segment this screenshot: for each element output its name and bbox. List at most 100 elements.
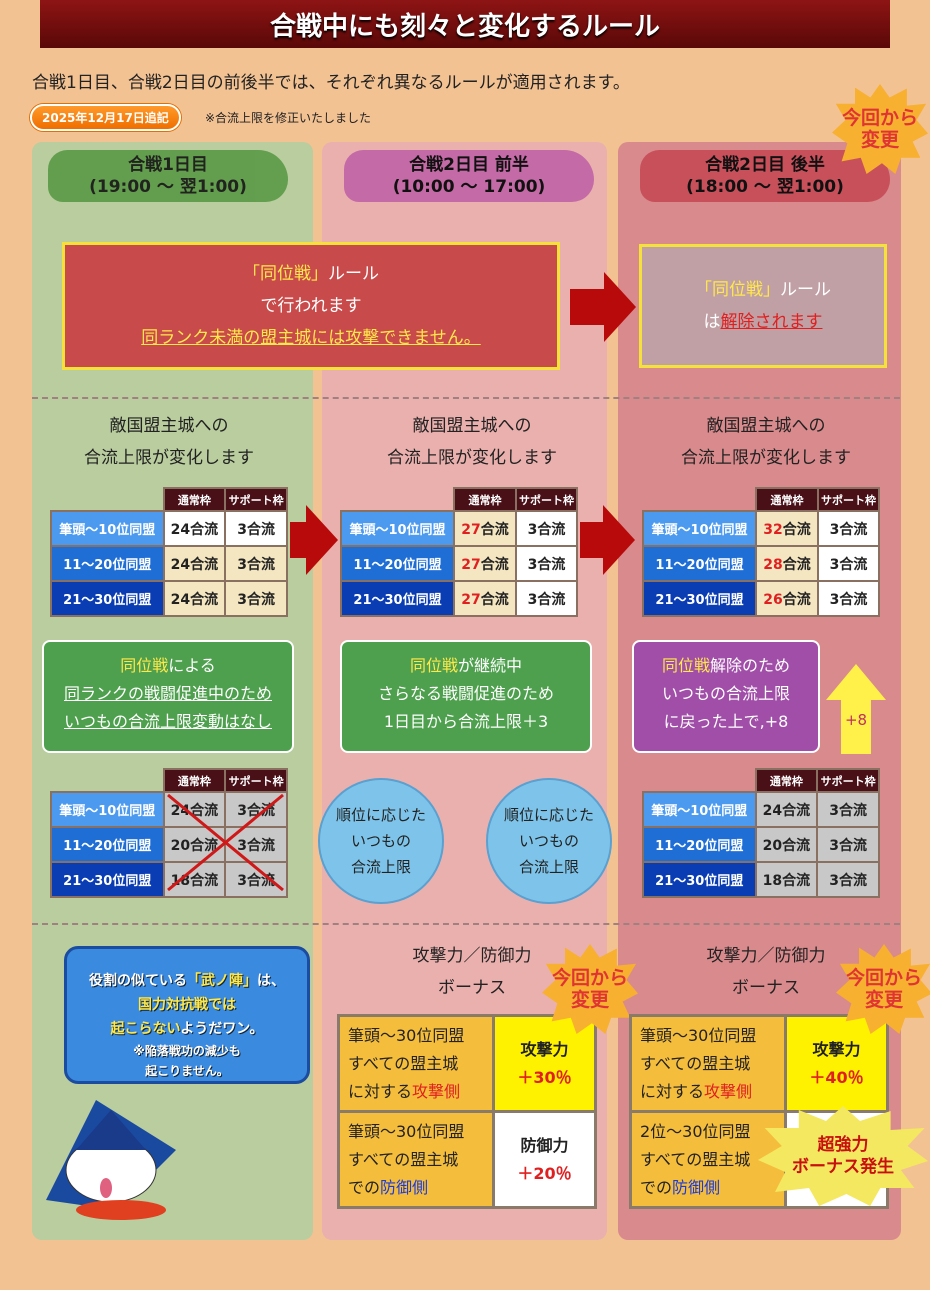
cap-heading: 敵国盟主城への合流上限が変化します <box>330 410 614 474</box>
element <box>51 769 164 792</box>
text-label: 11〜20位同盟 <box>642 826 757 863</box>
correction-note: ※合流上限を修正いたしました <box>205 111 372 125</box>
text-label: 27 <box>461 591 481 608</box>
text-label: での <box>348 1177 381 1197</box>
support-cap: 3合流 <box>224 545 288 582</box>
element: は解除されます <box>704 306 823 338</box>
text-label: ボーナス <box>438 978 506 998</box>
text-label: 防御力 <box>520 1135 569 1155</box>
element: 通常枠サポート枠 <box>643 487 880 512</box>
text-label: すべての盟主城 <box>348 1149 459 1169</box>
text-label: 11〜20位同盟 <box>50 826 165 863</box>
text-label: での <box>640 1177 673 1197</box>
heading-line: 敵国盟主城への <box>109 416 229 436</box>
date-badge: 2025年12月17日追記 <box>30 104 181 131</box>
text-label: 攻撃力 <box>520 1039 569 1059</box>
header-title: 合戦2日目 前半 <box>409 155 529 175</box>
text-label: 筆頭〜10位同盟 <box>642 791 757 828</box>
explanation-bubble-day2-first: 同位戦が継続中 さらなる戦闘促進のため 1日目から合流上限＋3 <box>340 640 592 753</box>
element: に対する攻撃側 <box>348 1078 492 1106</box>
support-cap: 3合流 <box>515 510 578 547</box>
text-label: 攻撃力 <box>812 1039 861 1059</box>
text-label: 今回から <box>551 967 628 989</box>
header-time: (18:00 〜 翌1:00) <box>686 177 844 197</box>
heading-line: 敵国盟主城への <box>412 416 532 436</box>
rank-label: 11〜20位同盟 <box>340 545 455 582</box>
text-label: すべての盟主城 <box>348 1053 459 1073</box>
col-header: サポート枠 <box>224 487 288 512</box>
text-label: 合流 <box>782 521 811 538</box>
text-label: に対する <box>348 1081 413 1101</box>
rule-name: 「同位戦」 <box>695 280 780 300</box>
header-title: 合戦1日目 <box>128 155 208 175</box>
rank-label: 筆頭〜10位同盟 <box>642 510 757 547</box>
normal-cap: 27合流 <box>453 510 517 547</box>
support-cap: 3合流 <box>515 580 578 617</box>
text-label: 解除のため <box>710 656 791 675</box>
text-label: 18合流 <box>754 861 819 898</box>
arrow-right-icon <box>570 289 606 325</box>
text-label: 合流 <box>190 556 219 573</box>
text-label: 24 <box>170 521 191 538</box>
heading-line: 合流上限が変化します <box>387 448 557 468</box>
text-label: 今回から <box>845 967 922 989</box>
support-cap: 3合流 <box>224 580 288 617</box>
col-header: 通常枠 <box>162 487 227 512</box>
normal-cap: 28合流 <box>755 545 819 582</box>
arrow-right-icon <box>603 505 635 575</box>
explanation-bubble-day1: 同位戦による 同ランクの戦闘促進中のため いつもの合流上限変動はなし <box>42 640 294 753</box>
banner-title: 合戦中にも刻々と変化するルール <box>269 11 660 42</box>
text-label: いつもの <box>518 832 579 850</box>
element <box>51 488 164 511</box>
support-cap: 3合流 <box>817 510 880 547</box>
heading-line: 合流上限が変化します <box>681 448 851 468</box>
text-label: サポート枠 <box>224 768 288 793</box>
increase-label: +8 <box>844 711 868 729</box>
element: 通常枠サポート枠 <box>341 487 578 512</box>
text-label: 順位に応じた <box>335 806 426 824</box>
text-label: 変更 <box>570 989 609 1011</box>
text-label: 24 <box>170 556 191 573</box>
bonus-heading: 攻撃力／防御力ボーナス <box>330 940 614 1004</box>
text-label: 筆頭〜30位同盟 <box>348 1025 465 1045</box>
text-label: サポート枠 <box>816 768 880 793</box>
table-row: 筆頭〜10位同盟 32合流 3合流 <box>642 510 880 547</box>
cap-heading: 敵国盟主城への合流上限が変化します <box>32 410 306 474</box>
element <box>100 1178 112 1198</box>
heading-line: 合流上限が変化します <box>84 448 254 468</box>
text-label: 20合流 <box>754 826 819 863</box>
text-label: 変更 <box>864 989 903 1011</box>
text-label: 防御側 <box>672 1177 721 1197</box>
col-header: サポート枠 <box>817 487 880 512</box>
col-header: サポート枠 <box>515 487 578 512</box>
header-title: 合戦2日目 後半 <box>705 155 825 175</box>
usual-cap-callout: 順位に応じたいつもの合流上限 <box>486 778 612 904</box>
bonus-table-day2-first: 筆頭〜30位同盟すべての盟主城に対する攻撃側 攻撃力＋30％ 筆頭〜30位同盟す… <box>337 1014 597 1209</box>
rule-box-day1: 「同位戦」ルール で行われます 同ランク未満の盟主城には攻撃できません。 <box>62 242 560 370</box>
header-time: (19:00 〜 翌1:00) <box>89 177 247 197</box>
bubble-line: さらなる戦闘促進のため <box>377 684 554 703</box>
text-label: ボーナス <box>732 978 800 998</box>
rule-name: 「同位戦」 <box>243 264 328 284</box>
element <box>643 488 756 511</box>
text-label: すべての盟主城 <box>640 1053 751 1073</box>
usual-cap-callout: 順位に応じたいつもの合流上限 <box>318 778 444 904</box>
mascot-dog-illustration <box>46 1100 176 1220</box>
text-label: ようだワン。 <box>180 1021 264 1037</box>
text-label: 32 <box>763 521 783 538</box>
element <box>167 793 284 892</box>
cross-out-icon <box>167 793 284 892</box>
rank-label: 21〜30位同盟 <box>50 580 165 617</box>
normal-cap: 24合流 <box>162 545 227 582</box>
